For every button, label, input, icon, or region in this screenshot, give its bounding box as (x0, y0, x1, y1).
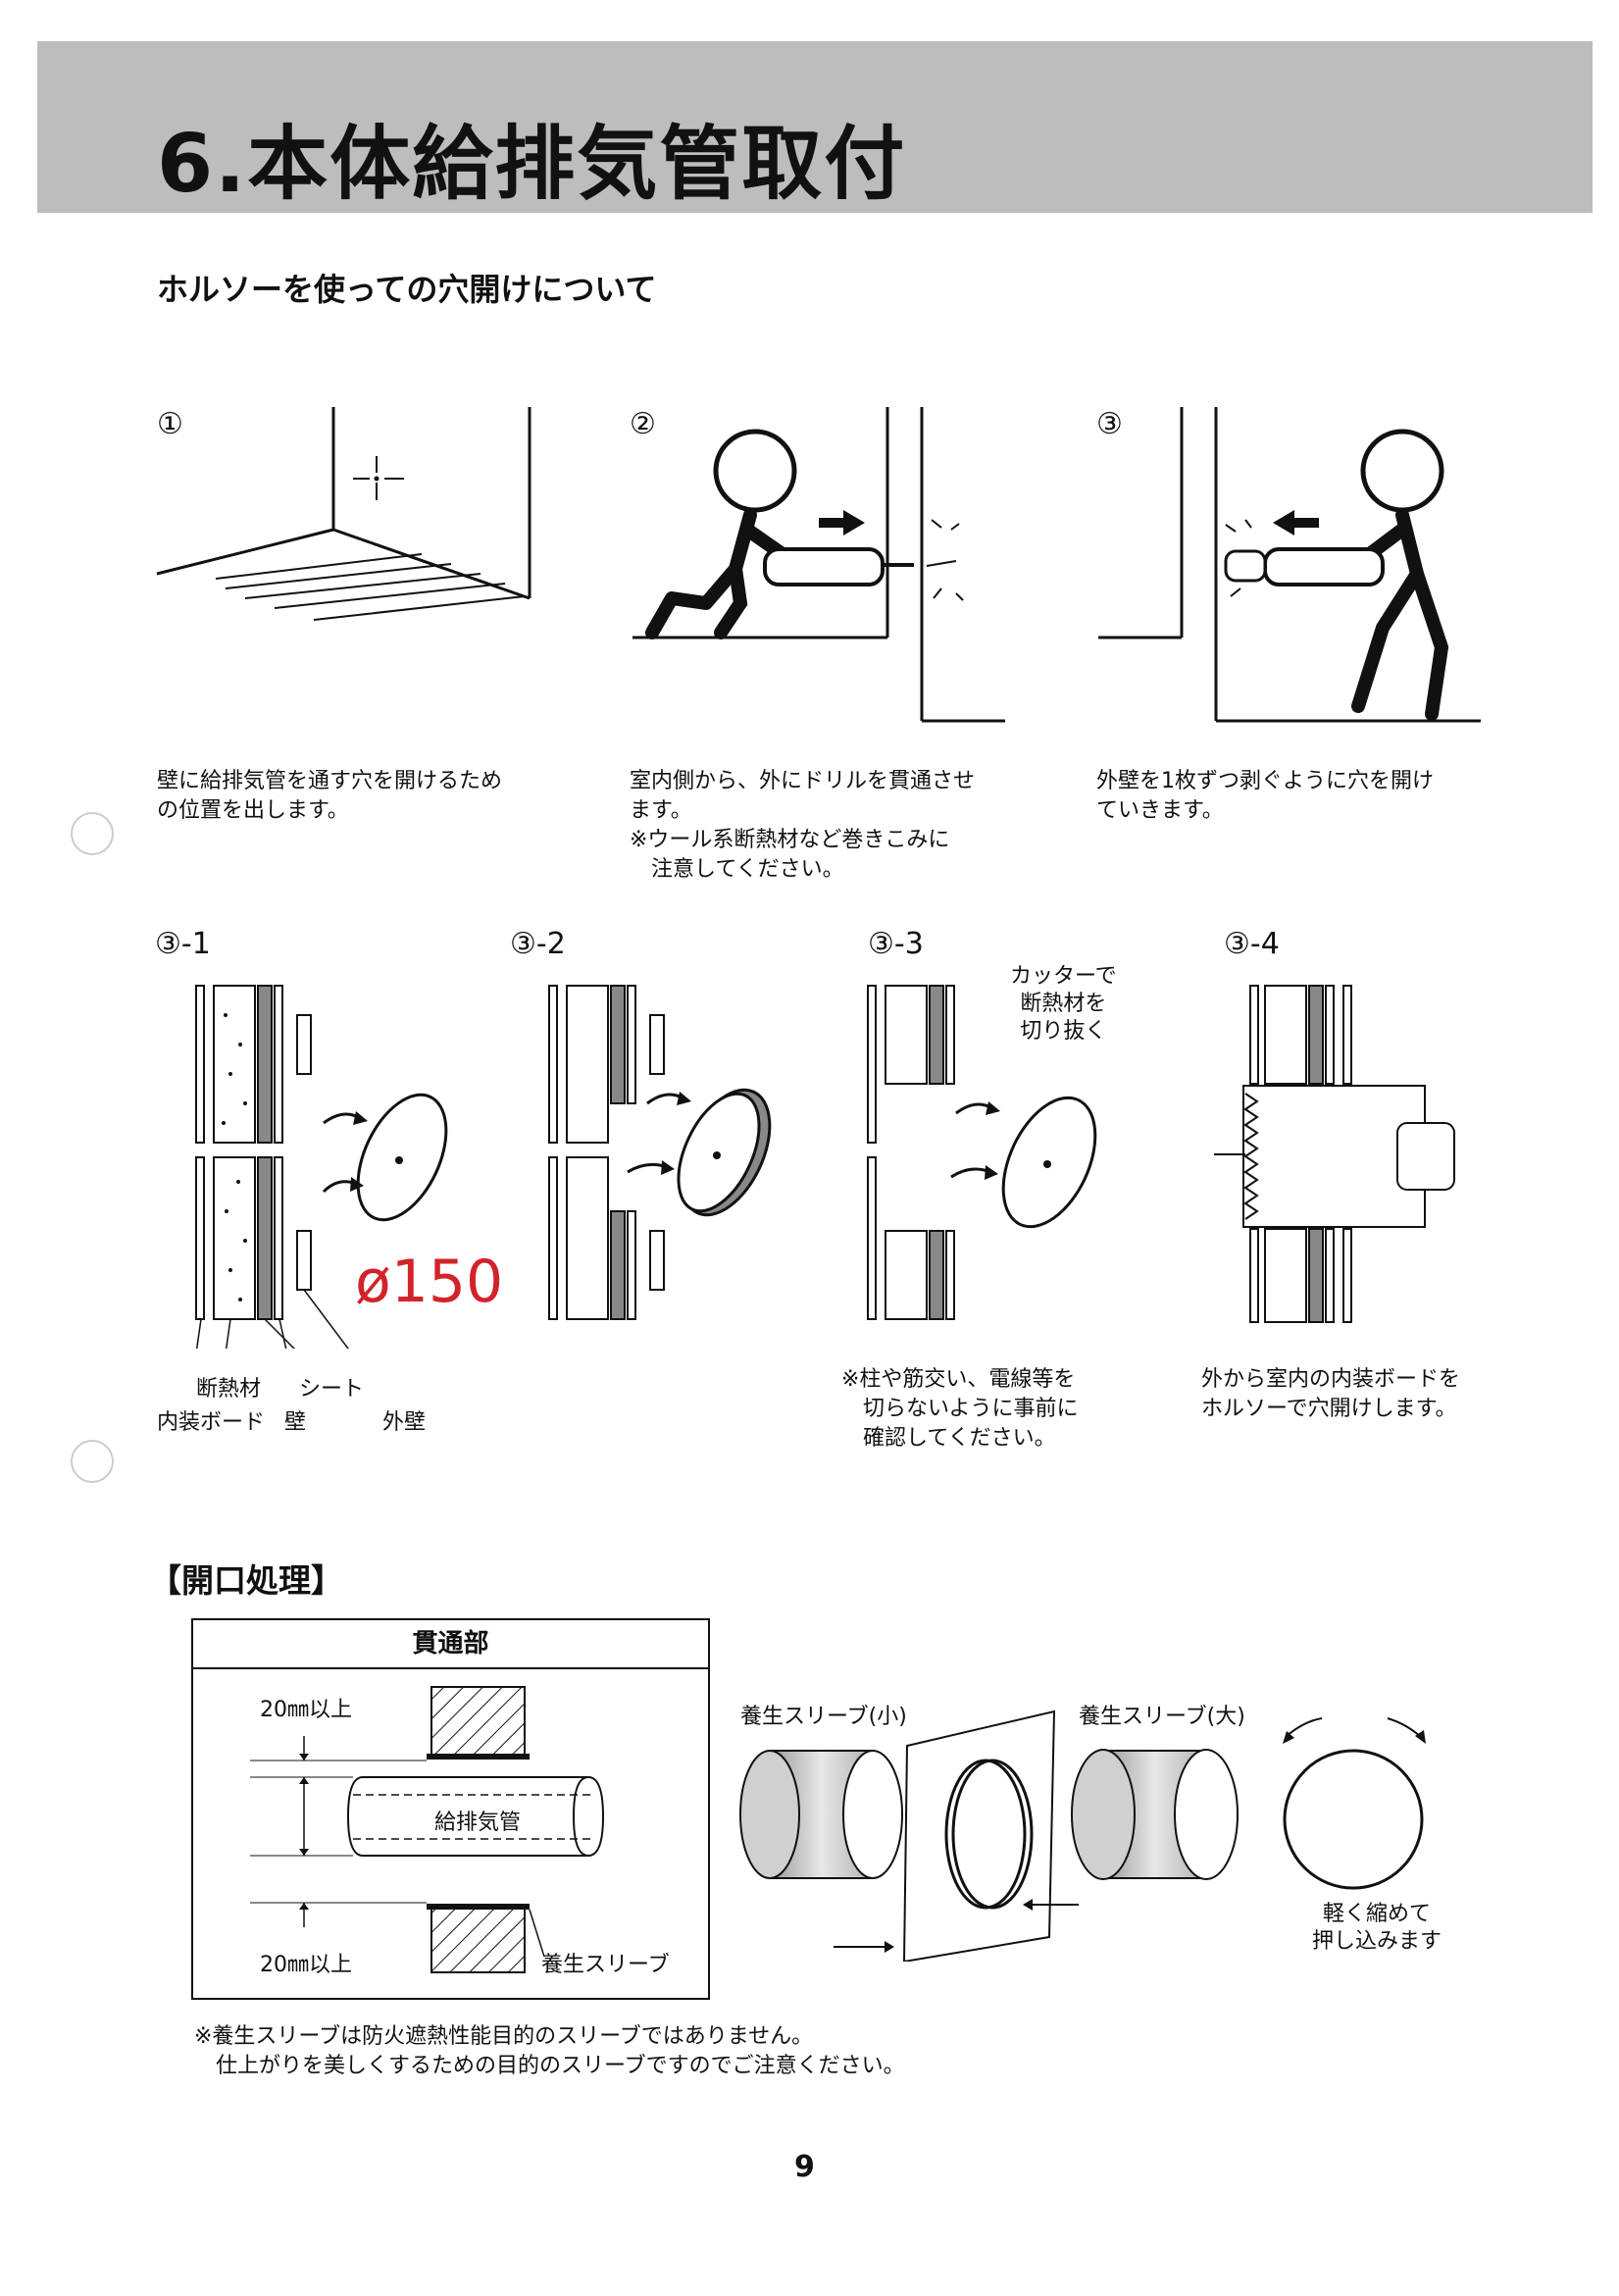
substep-3-3-number: ③-3 (868, 927, 924, 961)
penetration-box: 貫通部 (191, 1618, 710, 2000)
label-wall: 壁 (284, 1410, 307, 1435)
substep-3-1-number: ③-1 (155, 927, 211, 961)
step-1-number: ① (157, 407, 183, 441)
page-number: 9 (794, 2150, 815, 2184)
sleeve-assembly-diagram (739, 1709, 1426, 1962)
step-2-caption: 室内側から、外にドリルを貫通させ ます。 ※ウール系断熱材など巻きこみに 注意し… (630, 769, 976, 882)
substep-3-1-illustration (195, 985, 448, 1349)
substep-3-4-caption: 外から室内の内装ボードを ホルソーで穴開けします。 (1201, 1367, 1461, 1421)
sleeve-large-label: 養生スリーブ(大) (1079, 1705, 1245, 1729)
margin-bottom-label: 20㎜以上 (260, 1953, 352, 1977)
cut-insulation-note: カッターで 断熱材を 切り抜く (1010, 964, 1117, 1044)
substep-3-4-illustration (1214, 985, 1455, 1323)
handwritten-diameter: ø150 (355, 1248, 504, 1316)
label-insulation: 断熱材 (196, 1377, 262, 1402)
binder-hole-top (71, 812, 114, 855)
substep-3-2-illustration (548, 985, 772, 1320)
margin-top-label: 20㎜以上 (260, 1698, 352, 1722)
label-outer-wall: 外壁 (382, 1410, 427, 1435)
label-inner-board: 内装ボード (157, 1410, 266, 1435)
header-band (37, 41, 1593, 213)
press-note: 軽く縮めて 押し込みます (1312, 1902, 1442, 1954)
step-3-number: ③ (1096, 407, 1123, 441)
sleeve-label: 養生スリーブ (541, 1953, 670, 1977)
substep-3-3-illustration (867, 985, 1097, 1320)
binder-hole-bottom (71, 1440, 114, 1483)
step-1-caption: 壁に給排気管を通す穴を開けるため の位置を出します。 (157, 769, 503, 823)
substep-3-2-number: ③-2 (510, 927, 566, 961)
opening-section-title: 【開口処理】 (149, 1561, 343, 1600)
page-title: 6.本体給排気管取付 (157, 118, 907, 211)
substep-3-4-number: ③-4 (1224, 927, 1280, 961)
penetration-box-title: 貫通部 (193, 1620, 708, 1669)
step-2-illustration (632, 407, 1005, 723)
step-1-illustration (156, 407, 531, 621)
pipe-label: 給排気管 (434, 1811, 522, 1835)
step-3-caption: 外壁を1枚ずつ剥ぐように穴を開け ていきます。 (1096, 769, 1434, 823)
sleeve-notes: ※養生スリーブは防火遮熱性能目的のスリーブではありません。 仕上がりを美しくする… (194, 2024, 905, 2078)
penetration-diagram (250, 1686, 605, 1973)
step-2-number: ② (630, 407, 656, 441)
label-sheet: シート (299, 1377, 365, 1402)
sleeve-small-label: 養生スリーブ(小) (740, 1705, 907, 1729)
step-3-illustration (1098, 407, 1481, 723)
section-subtitle: ホルソーを使っての穴開けについて (157, 271, 657, 308)
substep-3-3-caption: ※柱や筋交い、電線等を 切らないように事前に 確認してください。 (841, 1367, 1079, 1451)
